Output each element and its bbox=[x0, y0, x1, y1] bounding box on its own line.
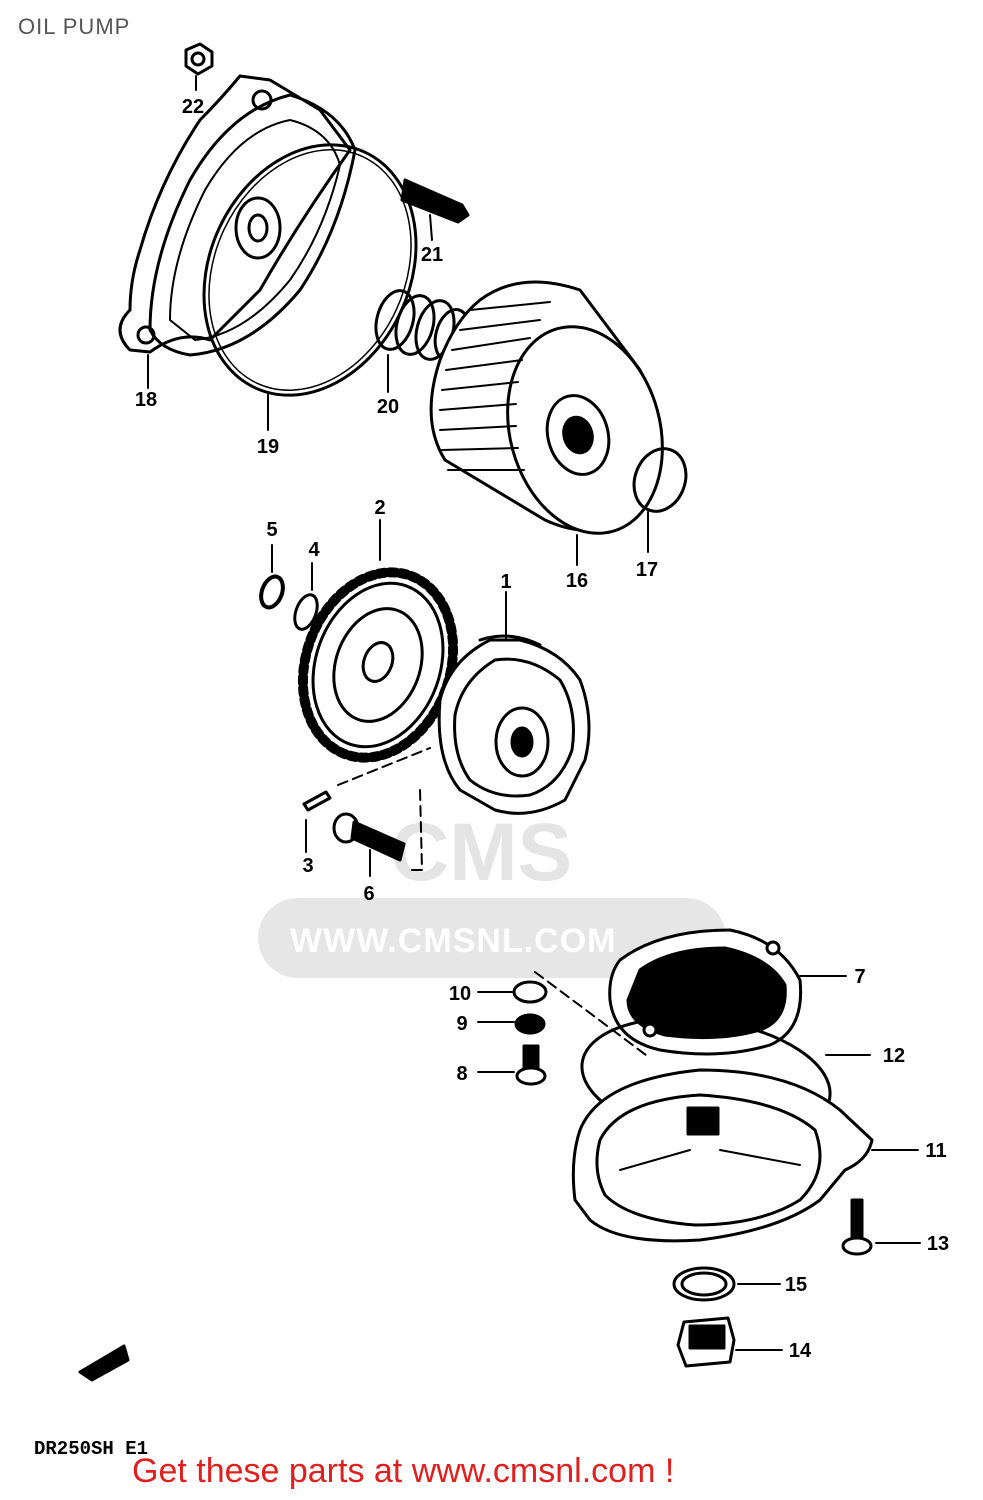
part-9-nut[interactable] bbox=[477, 1013, 546, 1035]
part-label-17: 17 bbox=[636, 559, 658, 581]
part-4-washer[interactable] bbox=[290, 562, 321, 632]
part-label-12: 12 bbox=[883, 1045, 905, 1067]
part-17-o-ring[interactable] bbox=[626, 441, 695, 553]
part-6-bolt[interactable] bbox=[332, 812, 406, 877]
front-arrow-icon bbox=[78, 1344, 130, 1382]
part-label-3: 3 bbox=[302, 855, 313, 877]
page-title: OIL PUMP bbox=[18, 14, 131, 39]
part-8-bolt[interactable] bbox=[477, 1044, 547, 1086]
part-1-oil-pump-body[interactable] bbox=[437, 591, 591, 815]
part-16-oil-filter[interactable] bbox=[429, 280, 685, 566]
assembly-lines bbox=[337, 747, 651, 1059]
part-label-15: 15 bbox=[785, 1274, 807, 1296]
part-label-10: 10 bbox=[449, 983, 471, 1005]
part-label-16: 16 bbox=[566, 570, 588, 592]
part-22-nut[interactable] bbox=[184, 42, 214, 91]
part-label-22: 22 bbox=[182, 96, 204, 118]
part-label-9: 9 bbox=[456, 1013, 467, 1035]
part-label-18: 18 bbox=[135, 389, 157, 411]
call-to-action-link[interactable]: Get these parts at www.cmsnl.com ! bbox=[132, 1452, 675, 1490]
model-code: DR250SH E1 bbox=[34, 1438, 149, 1460]
part-label-8: 8 bbox=[456, 1063, 467, 1085]
part-label-2: 2 bbox=[374, 497, 385, 519]
part-label-21: 21 bbox=[421, 244, 443, 266]
part-14-drain-plug[interactable] bbox=[676, 1316, 783, 1368]
part-label-14: 14 bbox=[789, 1340, 812, 1362]
part-label-5: 5 bbox=[266, 519, 277, 541]
part-label-4: 4 bbox=[308, 539, 320, 561]
part-21-stud-bolt[interactable] bbox=[400, 178, 470, 241]
part-label-1: 1 bbox=[500, 571, 511, 593]
part-11-strainer-cover[interactable] bbox=[571, 1068, 919, 1243]
part-label-6: 6 bbox=[363, 883, 374, 905]
part-13-bolt[interactable] bbox=[841, 1198, 921, 1256]
part-15-gasket[interactable] bbox=[672, 1266, 781, 1302]
part-label-20: 20 bbox=[377, 396, 399, 418]
part-label-19: 19 bbox=[257, 436, 279, 458]
part-7-gasket[interactable] bbox=[608, 928, 847, 1056]
watermark-url: WWW.CMSNL.COM bbox=[290, 922, 617, 960]
part-5-circlip[interactable] bbox=[257, 544, 287, 610]
part-label-13: 13 bbox=[927, 1233, 949, 1255]
part-label-7: 7 bbox=[854, 966, 865, 988]
part-3-pin[interactable] bbox=[302, 790, 332, 853]
part-label-11: 11 bbox=[925, 1140, 946, 1162]
part-10-washer[interactable] bbox=[477, 980, 548, 1004]
part-18-filter-cover[interactable] bbox=[118, 74, 357, 389]
